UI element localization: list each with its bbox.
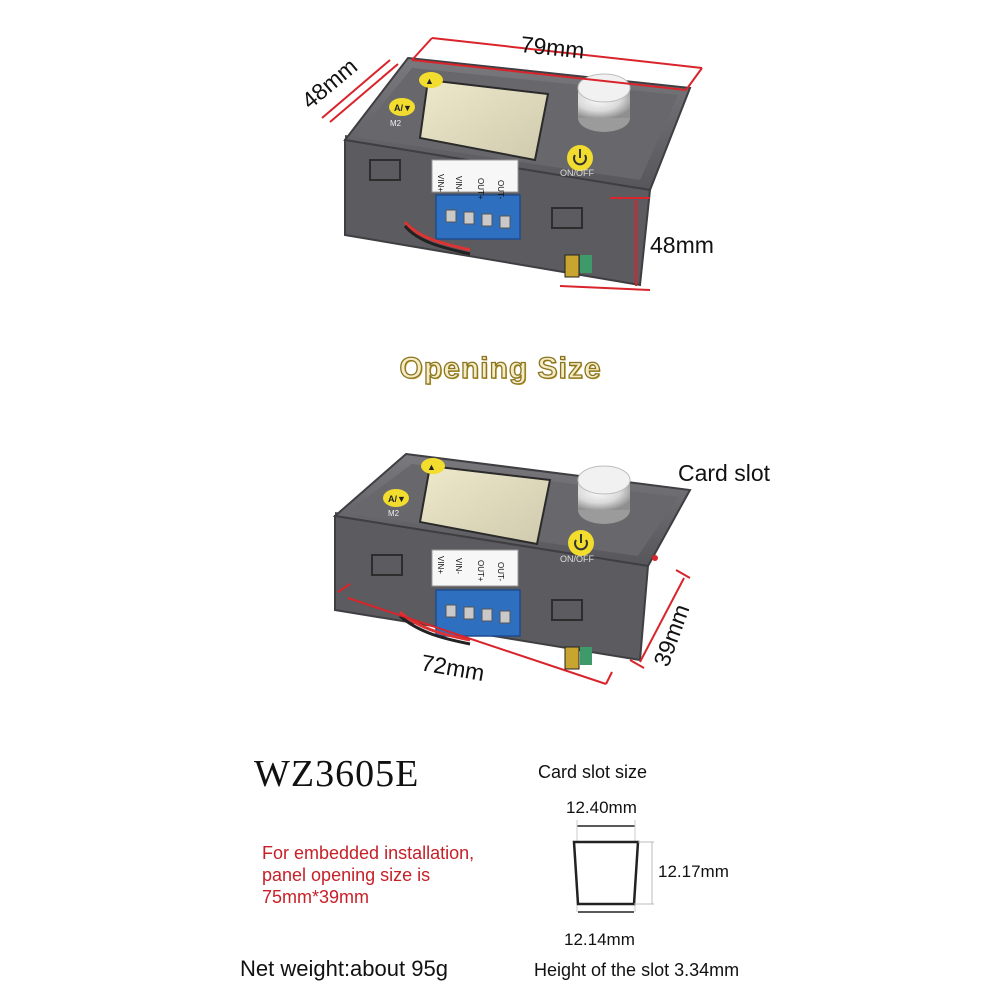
top-device xyxy=(321,37,703,291)
model-name: WZ3605E xyxy=(254,753,420,795)
install-note: For embedded installation, panel opening… xyxy=(262,842,474,908)
top-width-label: 79mm xyxy=(519,31,585,64)
up-button-icon xyxy=(419,72,443,88)
net-weight-label: Net weight:about 95g xyxy=(240,956,448,981)
bottom-terminal-out-plus: OUT+ xyxy=(476,560,485,582)
slot-height-label: 12.17mm xyxy=(658,862,729,881)
bottom-terminal-vin-minus: VIN- xyxy=(454,558,463,574)
bottom-power-label: ON/OFF xyxy=(560,554,594,564)
top-power-label: ON/OFF xyxy=(560,168,594,178)
slot-bottom-width-label: 12.14mm xyxy=(564,930,635,949)
top-terminal-vin-minus: VIN- xyxy=(454,176,463,192)
bottom-down-button-label: A/▼ xyxy=(388,494,406,504)
top-up-button-label: ▲ xyxy=(425,76,434,86)
down-button-icon xyxy=(389,98,415,116)
top-terminal-out-minus: OUT- xyxy=(496,180,505,199)
bottom-m2-label: M2 xyxy=(388,509,400,518)
bottom-terminal-out-minus: OUT- xyxy=(496,562,505,581)
install-note-line-3: 75mm*39mm xyxy=(262,887,370,907)
slot-top-width-label: 12.40mm xyxy=(566,798,637,817)
slot-depth-label: Height of the slot 3.34mm xyxy=(534,960,740,980)
card-slot-shape xyxy=(572,840,640,906)
top-dimension-lines xyxy=(321,37,703,291)
bottom-width-label: 72mm xyxy=(419,649,486,686)
card-slot-diagram xyxy=(572,820,654,913)
top-terminal-vin-plus: VIN+ xyxy=(436,174,445,192)
top-terminal-out-plus: OUT+ xyxy=(476,178,485,200)
bottom-up-button-label: ▲ xyxy=(427,462,436,472)
opening-size-heading: Opening Size xyxy=(399,351,602,385)
knob-icon xyxy=(577,73,631,103)
bottom-terminal-vin-plus: VIN+ xyxy=(436,556,445,574)
top-height-label: 48mm xyxy=(650,232,714,258)
bottom-height-label: 39mm xyxy=(648,601,694,670)
top-depth-label: 48mm xyxy=(297,53,363,114)
bottom-dimension-lines xyxy=(337,569,691,685)
install-note-line-1: For embedded installation, xyxy=(262,843,475,863)
bottom-device xyxy=(332,452,692,685)
top-down-button-label: A/▼ xyxy=(394,103,412,113)
card-slot-label: Card slot xyxy=(678,460,771,486)
top-m2-label: M2 xyxy=(390,119,402,128)
install-note-line-2: panel opening size is xyxy=(262,865,431,885)
card-slot-size-title: Card slot size xyxy=(538,762,648,782)
